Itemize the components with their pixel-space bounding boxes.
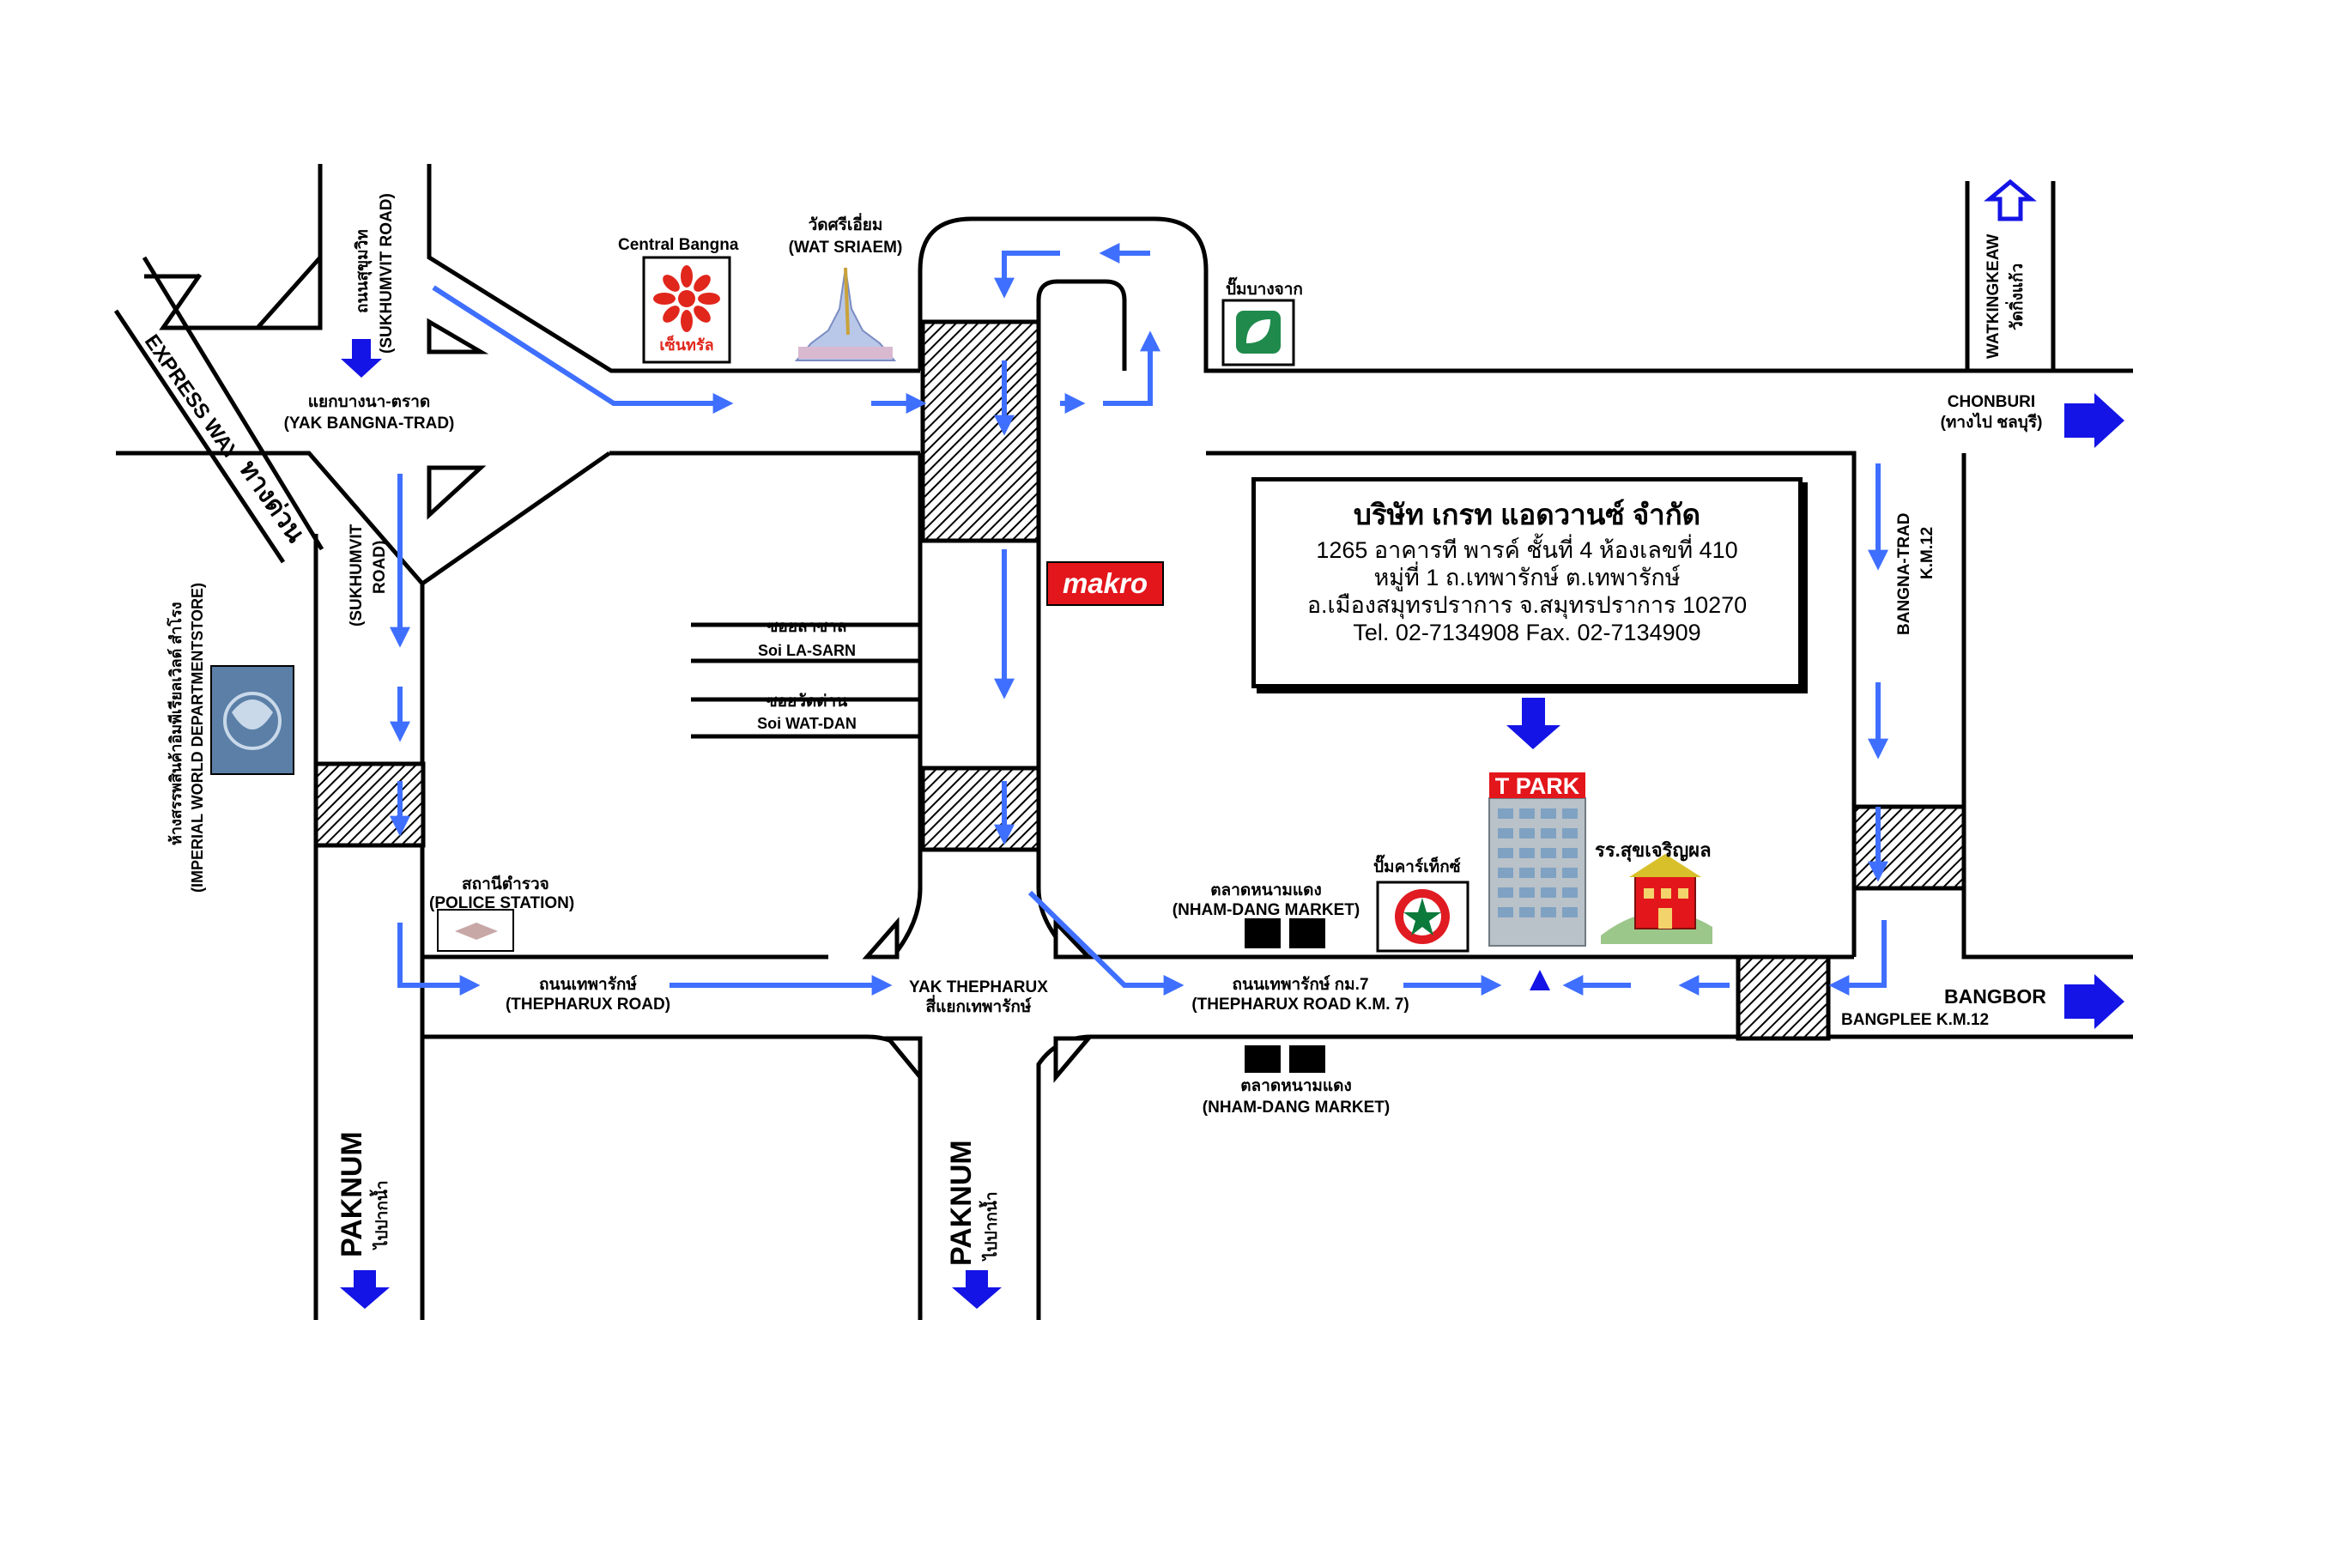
sukhumvit-top-label-en: (SUKHUMVIT ROAD) (378, 193, 396, 354)
police-station-icon (437, 909, 514, 952)
watkingkeaw-label-en: WATKINGKEAW (1985, 233, 2003, 359)
bangna-trad-label: BANGNA-TRAD (1895, 512, 1913, 635)
tpark-building-icon (1488, 772, 1586, 947)
thepharux-road-label-th: ถนนเทพารักษ์ (539, 976, 637, 994)
police-label-en: (POLICE STATION) (429, 894, 575, 912)
chonburi-label-en: CHONBURI (1947, 393, 2036, 411)
down-arrow-icon (952, 1270, 1002, 1309)
caltex-logo-icon (1376, 881, 1469, 953)
central-bangna-label: Central Bangna (618, 236, 739, 254)
chonburi-label-th: (ทางไป ชลบุรี) (1940, 414, 2043, 432)
yak-bangna-label-en: (YAK BANGNA-TRAD) (283, 415, 455, 433)
up-arrow-icon (1984, 179, 2037, 221)
destination-arrows (340, 339, 2124, 1309)
down-arrow-icon (341, 339, 382, 378)
yak-thepharux-label-th: สี่แยกเทพารักษ์ (925, 998, 1032, 1016)
company-address-line-3: อ.เมืองสมุทรปราการ จ.สมุทรปราการ 10270 (1306, 591, 1748, 618)
right-arrow-icon (2064, 974, 2124, 1029)
down-arrow-icon (1506, 698, 1560, 749)
thepharux-road-label-en: (THEPHARUX ROAD) (505, 996, 671, 1014)
market-top-label-en: (NHAM-DANG MARKET) (1172, 901, 1360, 919)
paknum-left-label-en: PAKNUM (336, 1131, 368, 1257)
tpark-label: T PARK (1494, 773, 1580, 799)
up-triangle-icon (1530, 970, 1550, 990)
soi-lasarn-label-en: Soi LA-SARN (758, 642, 856, 659)
thepharux-km-label-en: (THEPHARUX ROAD K.M. 7) (1191, 996, 1409, 1014)
central-logo-text: เซ็นทรัล (659, 336, 714, 354)
soi-watdan-label-th: ซอยวัดด่าน (766, 693, 848, 711)
wat-sriaem-label-en: (WAT SRIAEM) (788, 239, 903, 257)
soi-lasarn-label-th: ซอยลาซาล (767, 618, 847, 636)
bangplee-label: BANGPLEE K.M.12 (1841, 1011, 1990, 1029)
overpass-hatch-icon (313, 761, 426, 848)
soi-watdan-label-en: Soi WAT-DAN (757, 715, 857, 732)
school-label: รร.สุขเจริญผล (1595, 839, 1712, 861)
yak-bangna-label-th: แยกบางนา-ตราด (307, 393, 431, 411)
overpass-hatch-icon (1736, 954, 1831, 1041)
road-lines (113, 164, 2133, 1320)
market-top-label-th: ตลาดหนามแดง (1210, 881, 1322, 899)
bangchak-label: ปั๊มบางจาก (1226, 281, 1303, 299)
police-label-th: สถานีตำรวจ (462, 875, 549, 893)
paknum-center-label-th: ไปปากน้ำ (983, 1191, 1001, 1260)
school-icon (1601, 854, 1712, 944)
company-info-box: บริษัท เกรท แอดวานซ์ จำกัด 1265 อาคารที … (1251, 477, 1803, 688)
bangbor-label: BANGBOR (1944, 985, 2046, 1008)
wat-sriaem-label-th: วัดศรีเอี่ยม (808, 216, 883, 234)
company-address-line-1: 1265 อาคารที พารค์ ชั้นที่ 4 ห้องเลขที่ … (1316, 537, 1738, 563)
bangna-km-label: K.M.12 (1918, 526, 1936, 579)
thepharux-km-label-th: ถนนเทพารักษ์ กม.7 (1232, 976, 1369, 994)
paknum-center-label-en: PAKNUM (945, 1140, 978, 1266)
makro-logo-text: makro (1062, 567, 1148, 599)
imperial-logo-icon (210, 665, 294, 775)
wat-sriaem-icon (794, 267, 897, 361)
company-address-line-2: หมู่ที่ 1 ถ.เทพารักษ์ ต.เทพารักษ์ (1373, 564, 1681, 590)
overpass-hatch-icon (920, 319, 1041, 543)
overpass-hatch-icon (1851, 804, 1966, 891)
right-arrow-icon (2064, 393, 2124, 448)
sukhumvit-top-label-th: ถนนสุขุมวิท (354, 229, 372, 313)
sukhumvit-left-label-1: (SUKHUMVIT (348, 524, 366, 627)
overpass-hatch-icon (920, 766, 1041, 852)
imperial-label-th: ห้างสรรพสินค้าอิมพีเรียลเวิลด์ สำโรง (167, 602, 185, 845)
yak-thepharux-label-en: YAK THEPHARUX (909, 978, 1048, 996)
route-arrows (390, 243, 1888, 996)
company-contact: Tel. 02-7134908 Fax. 02-7134909 (1353, 619, 1701, 645)
down-arrow-icon (340, 1270, 390, 1309)
bangchak-logo-icon (1221, 299, 1295, 366)
caltex-label: ปั๊มคาร์เท็กซ์ (1373, 858, 1461, 876)
traffic-islands (252, 251, 1094, 1083)
company-name: บริษัท เกรท แอดวานซ์ จำกัด (1353, 499, 1701, 530)
market-block-icon (1245, 918, 1325, 1073)
market-bottom-label-th: ตลาดหนามแดง (1240, 1077, 1352, 1095)
paknum-left-label-th: ไปปากน้ำ (373, 1180, 391, 1249)
imperial-label-en: (IMPERIAL WORLD DEPARTMENTSTORE) (189, 583, 206, 893)
watkingkeaw-label-th: วัดกิ่งแก้ว (2009, 263, 2027, 330)
sukhumvit-left-label-2: ROAD) (371, 540, 389, 594)
makro-logo-icon (1046, 561, 1164, 606)
central-logo-icon (642, 256, 731, 364)
market-bottom-label-en: (NHAM-DANG MARKET) (1202, 1099, 1391, 1117)
